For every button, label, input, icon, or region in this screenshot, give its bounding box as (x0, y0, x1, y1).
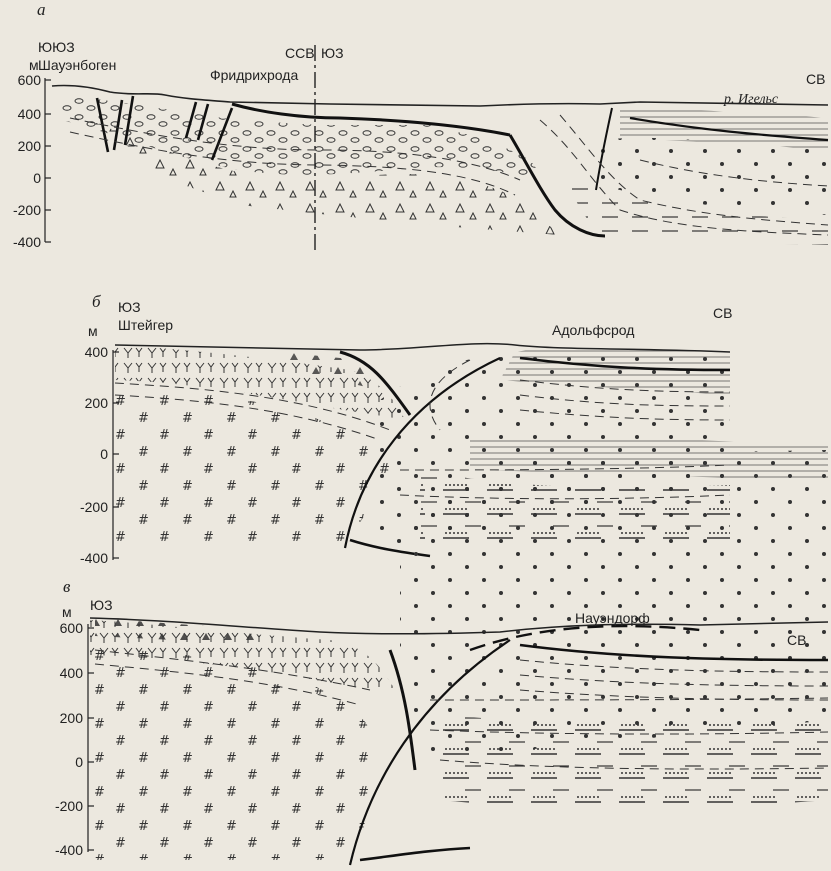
tick-c-minus400: -400 (37, 843, 83, 857)
tick-b-0: 0 (62, 447, 108, 461)
unit-a: м (29, 58, 39, 73)
river-label-a: р. Игельс (724, 92, 778, 107)
town-b: Адольфсрод (552, 323, 634, 338)
tick-b-400: 400 (62, 345, 108, 359)
right-direction-c: СВ (787, 633, 806, 648)
tick-b-minus200: -200 (62, 500, 108, 514)
left-place-a: Шауэнбоген (38, 58, 116, 73)
tick-c-200: 200 (37, 711, 83, 725)
tick-a-minus200: -200 (0, 203, 41, 217)
tick-a-400: 400 (0, 107, 41, 121)
panel-a (45, 45, 828, 252)
town-a: Фридрихрода (210, 68, 298, 83)
unit-b: м (88, 324, 98, 339)
tick-a-minus400: -400 (0, 235, 41, 249)
tick-b-minus400: -400 (62, 551, 108, 565)
break-left-dir-a: ССВ (285, 46, 315, 61)
left-direction-b: ЮЗ (118, 300, 141, 315)
tick-a-0: 0 (0, 171, 41, 185)
right-direction-b: СВ (713, 306, 732, 321)
conglomerate-layer-a (62, 95, 545, 180)
panel-letter-c: в (63, 577, 70, 597)
left-direction-a: ЮЮЗ (38, 40, 75, 55)
tick-a-600: 600 (0, 73, 41, 87)
panel-letter-b: б (92, 292, 101, 312)
dotted-basin-c (400, 450, 828, 760)
unit-c: м (62, 605, 72, 620)
right-direction-a: СВ (806, 72, 825, 87)
dashed-lower-c (440, 715, 828, 808)
tick-c-0: 0 (37, 755, 83, 769)
tick-c-600: 600 (37, 621, 83, 635)
town-c: Науэндорф (575, 611, 650, 626)
panel-letter-a: а (37, 0, 46, 20)
break-right-dir-a: ЮЗ (321, 46, 344, 61)
left-place-b: Штейгер (118, 318, 173, 333)
granite-b (115, 389, 400, 545)
tick-a-200: 200 (0, 139, 41, 153)
tick-b-200: 200 (62, 396, 108, 410)
tick-c-400: 400 (37, 666, 83, 680)
tick-c-minus200: -200 (37, 799, 83, 813)
left-direction-c: ЮЗ (90, 598, 113, 613)
surface-a (52, 85, 828, 106)
